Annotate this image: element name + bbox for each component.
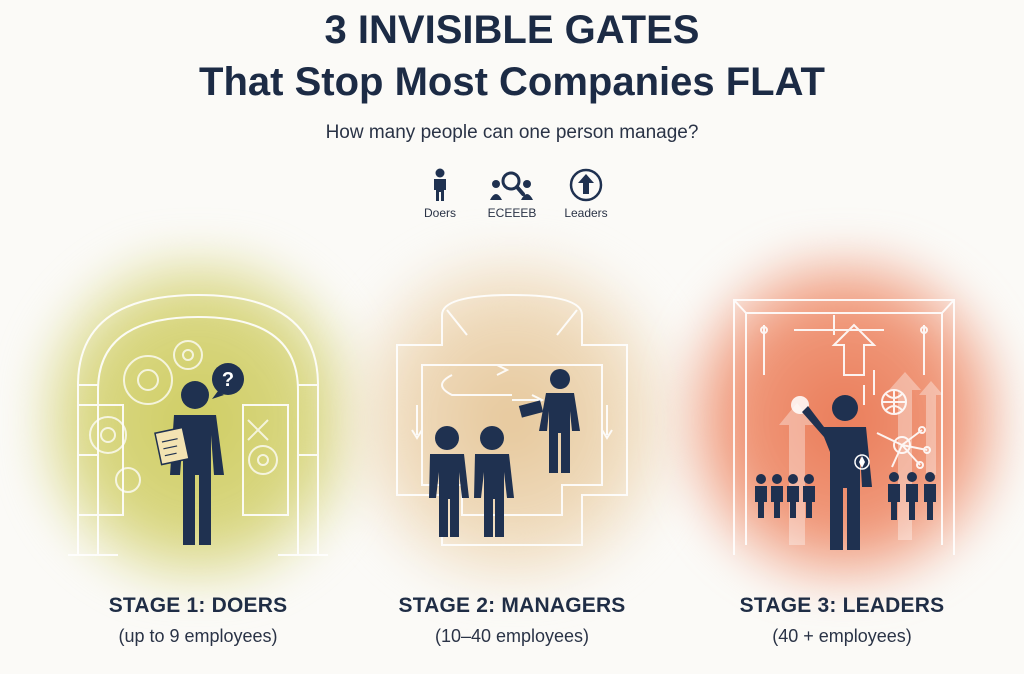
leader-figure	[802, 395, 872, 550]
page-title-line2: That Stop Most Companies FLAT	[199, 60, 825, 104]
legend-item-leaders: Leaders	[541, 168, 631, 220]
team-group-right	[888, 472, 936, 520]
legend-label-leaders: Leaders	[564, 206, 608, 220]
svg-text:?: ?	[222, 369, 234, 391]
stage-3-panel	[674, 245, 1014, 595]
stage-3-subtitle: (40 + employees)	[772, 626, 912, 646]
compass-badge-icon	[854, 454, 870, 470]
up-arrow-circle-icon	[569, 168, 603, 202]
page-title: 3 INVISIBLE GATES	[324, 8, 700, 52]
tablet-icon	[518, 400, 544, 418]
page-subtitle: How many people can one person manage?	[325, 122, 699, 143]
clipboard-icon	[154, 426, 190, 466]
employee-figure-1	[429, 426, 469, 537]
stage-2-glow	[342, 245, 682, 595]
employee-figure-2	[474, 426, 514, 537]
stage-1-illustration: ?	[68, 293, 328, 556]
legend-item-doers: Doers	[395, 168, 485, 220]
stage-2-subtitle: (10–40 employees)	[434, 626, 590, 646]
person-icon	[434, 168, 446, 201]
stage-1-subtitle: (up to 9 employees)	[118, 626, 278, 646]
doer-figure	[170, 381, 224, 545]
stage-2-illustration	[396, 293, 628, 546]
question-bubble-icon: ?	[212, 363, 244, 399]
stage-1-panel: ?	[28, 245, 368, 595]
magnifier-group-icon	[490, 171, 533, 200]
legend-label-doers: Doers	[423, 206, 456, 220]
stage-3-illustration	[733, 299, 955, 555]
stage-3-title: STAGE 3: LEADERS	[739, 594, 945, 617]
stage-2-title: STAGE 2: MANAGERS	[398, 594, 626, 617]
stage-1-title: STAGE 1: DOERS	[108, 594, 288, 617]
stage-2-panel	[342, 245, 682, 595]
manager-figure	[539, 369, 580, 473]
legend-item-managers: ECEEEB	[467, 168, 557, 220]
legend-label-managers: ECEEEB	[487, 206, 537, 220]
team-group-left	[755, 474, 815, 518]
